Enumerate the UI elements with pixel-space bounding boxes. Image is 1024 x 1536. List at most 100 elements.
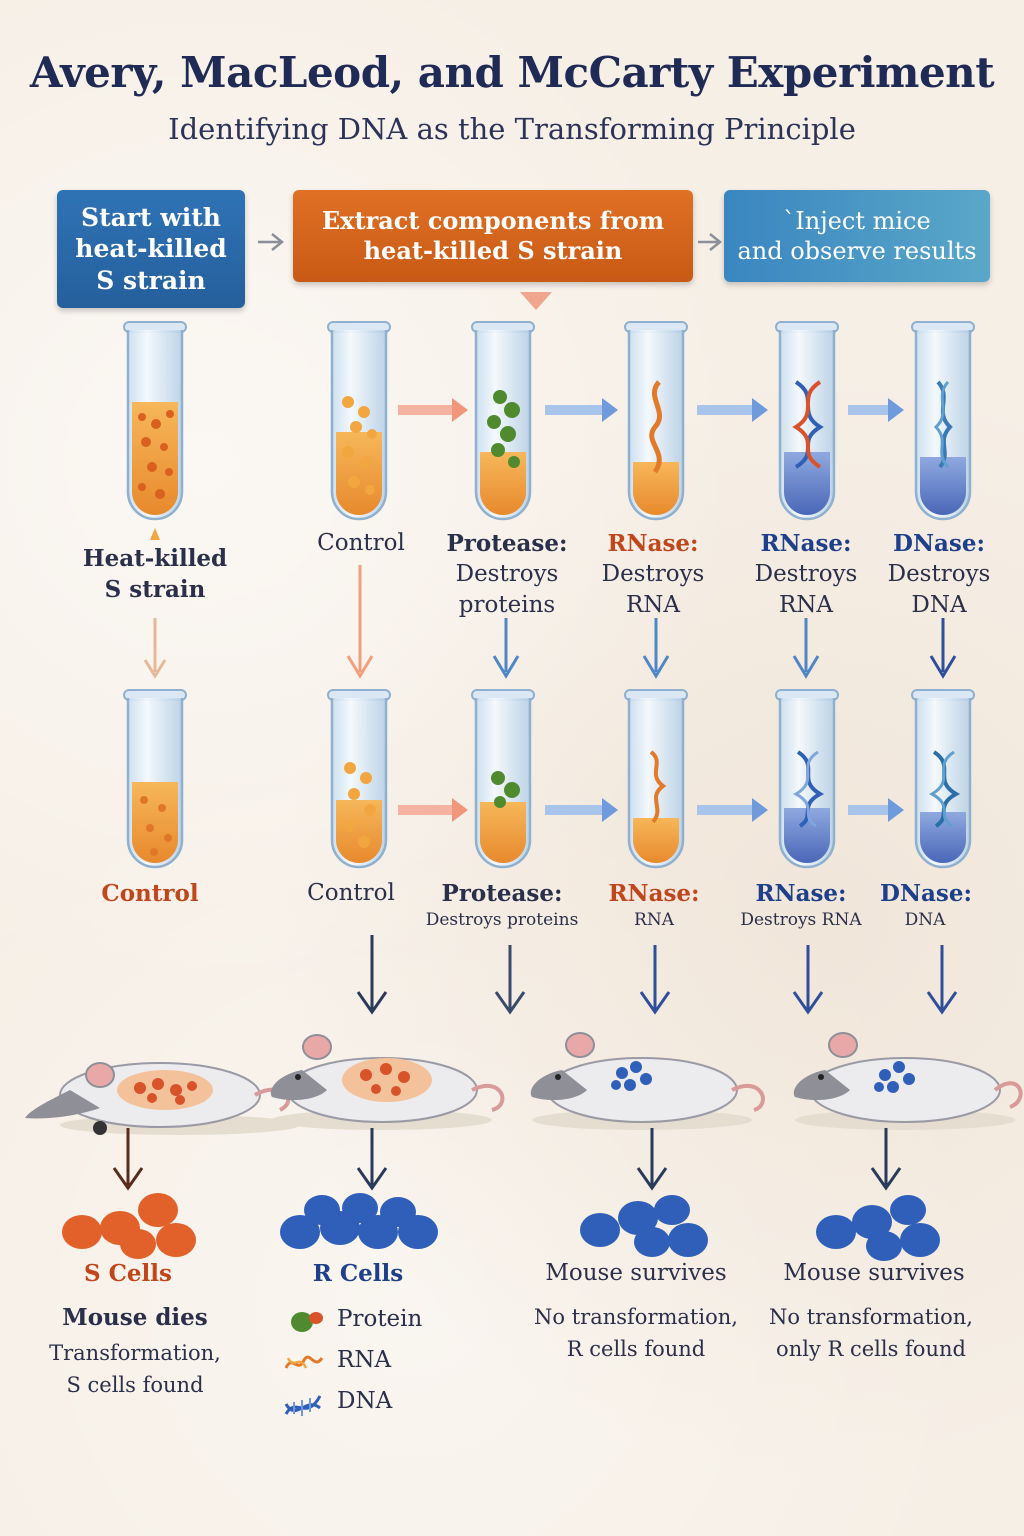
note-line: only R cells found (776, 1336, 966, 1361)
label-protease-2: Protease: Destroys proteins (414, 878, 590, 932)
label-control: Control (317, 530, 405, 556)
test-tube-heat-killed (123, 321, 187, 521)
test-tube-rnase-b-2 (775, 689, 839, 869)
test-tube-protease-2 (471, 689, 535, 869)
label-line: Destroys (887, 561, 991, 588)
label-protease: Protease: Destroys proteins (440, 528, 574, 621)
page-title: Avery, MacLeod, and McCarty Experiment (29, 48, 995, 97)
label-name: DNase: (880, 880, 972, 907)
step-start-banner: Start with heat-killed S strain (57, 190, 245, 308)
legend-dna: DNA (287, 1388, 392, 1414)
label-line: RNA (634, 910, 674, 931)
protein-icon (291, 1312, 323, 1332)
no-transformation-note-1: No transformation, R cells found (520, 1302, 752, 1365)
step-start-line: S strain (96, 265, 206, 295)
label-name: Protease: (446, 530, 568, 557)
label-line: S strain (104, 576, 206, 604)
test-tube-rnase-a (624, 321, 688, 521)
test-tube-protease (471, 321, 535, 521)
test-tube-dnase (911, 321, 975, 521)
note-line: S cells found (66, 1372, 204, 1397)
label-name: Protease: (441, 880, 563, 907)
row1-down-arrows (143, 565, 957, 679)
label-heat-killed: Heat-killed S strain (60, 543, 250, 605)
label-name: RNase: (607, 530, 699, 557)
legend-label: RNA (337, 1347, 392, 1373)
extract-pointer (520, 292, 552, 310)
test-tube-rnase-b (775, 321, 839, 521)
label-line: Heat-killed (82, 545, 228, 572)
row2-arrows (398, 798, 904, 822)
label-control-left: Control (101, 880, 199, 907)
mice-row (25, 1032, 1023, 1135)
mouse-survives-label-2: Mouse survives (783, 1260, 965, 1286)
legend-rna: RNA (287, 1347, 391, 1373)
label-dnase: DNase: Destroys DNA (878, 528, 1000, 621)
step-start-line: Start with (81, 203, 221, 233)
r-cells-cluster-2 (580, 1195, 708, 1257)
label-rnase-a-2: RNase: RNA (596, 878, 712, 932)
label-rnase-b-2: RNase: Destroys RNA (730, 878, 872, 932)
test-tube-control (327, 321, 391, 521)
transformation-note: Transformation, S cells found (20, 1338, 250, 1401)
label-line: Destroys proteins (425, 910, 579, 931)
label-line: Destroys (601, 561, 705, 588)
step-inject-banner: `Inject mice and observe results (724, 190, 990, 282)
step-extract-line: Extract components from (321, 206, 665, 235)
label-rnase-a: RNase: Destroys RNA (590, 528, 716, 621)
r-cells-cluster-3 (816, 1195, 940, 1261)
label-control-2: Control (307, 880, 395, 906)
test-tube-rnase-a-2 (624, 689, 688, 869)
no-transformation-note-2: No transformation, only R cells found (754, 1302, 988, 1365)
step-extract-line: heat-killed S strain (363, 236, 623, 265)
note-line: No transformation, (534, 1305, 738, 1329)
mouse-survives-2-icon (793, 1032, 1023, 1130)
legend-label: DNA (337, 1388, 393, 1414)
label-name: DNase: (893, 530, 985, 557)
tube-row-2 (123, 689, 975, 869)
result-arrows (112, 1128, 902, 1191)
legend-protein: Protein (287, 1306, 422, 1332)
label-name: RNase: (608, 880, 700, 907)
r-cells-label: R Cells (312, 1260, 404, 1287)
label-line: Destroys RNA (740, 910, 862, 931)
label-line: DNA (911, 592, 967, 619)
s-cells-label: S Cells (84, 1260, 172, 1287)
label-dnase-2: DNase: DNA (880, 878, 972, 932)
banner-arrows (258, 233, 723, 310)
mouse-survives-label-1: Mouse survives (545, 1260, 727, 1286)
step-start-line: heat-killed (75, 234, 227, 264)
mouse-infected-icon (270, 1034, 505, 1130)
test-tube-control-left (123, 689, 187, 869)
row2-down-arrows (356, 935, 958, 1015)
page-subtitle: Identifying DNA as the Transforming Prin… (168, 112, 856, 146)
label-line: proteins (458, 592, 556, 619)
s-cells-cluster (62, 1193, 196, 1259)
row1-arrows (150, 398, 904, 540)
test-tube-control-2 (327, 689, 391, 869)
tube-row-1 (123, 321, 975, 521)
label-rnase-b: RNase: Destroys RNA (742, 528, 870, 621)
label-line: RNA (625, 592, 681, 619)
label-line: RNA (778, 592, 834, 619)
mouse-dead-icon (25, 1062, 300, 1135)
label-name: RNase: (755, 880, 847, 907)
rna-icon (284, 1355, 324, 1369)
step-extract-banner: Extract components from heat-killed S st… (293, 190, 693, 282)
r-cells-cluster (280, 1193, 438, 1249)
label-name: RNase: (760, 530, 852, 557)
step-inject-line: `Inject mice (783, 207, 931, 235)
note-line: Transformation, (49, 1341, 221, 1365)
mouse-survives-icon (530, 1032, 765, 1130)
legend-label: Protein (337, 1306, 423, 1332)
mouse-dies-label: Mouse dies (62, 1304, 208, 1331)
label-line: DNA (904, 910, 946, 931)
label-line: Destroys (455, 561, 559, 588)
dna-icon (284, 1395, 322, 1416)
step-inject-line: and observe results (737, 237, 977, 265)
label-line: Destroys (754, 561, 858, 588)
note-line: R cells found (566, 1336, 706, 1361)
test-tube-dnase-2 (911, 689, 975, 869)
note-line: No transformation, (769, 1305, 973, 1329)
